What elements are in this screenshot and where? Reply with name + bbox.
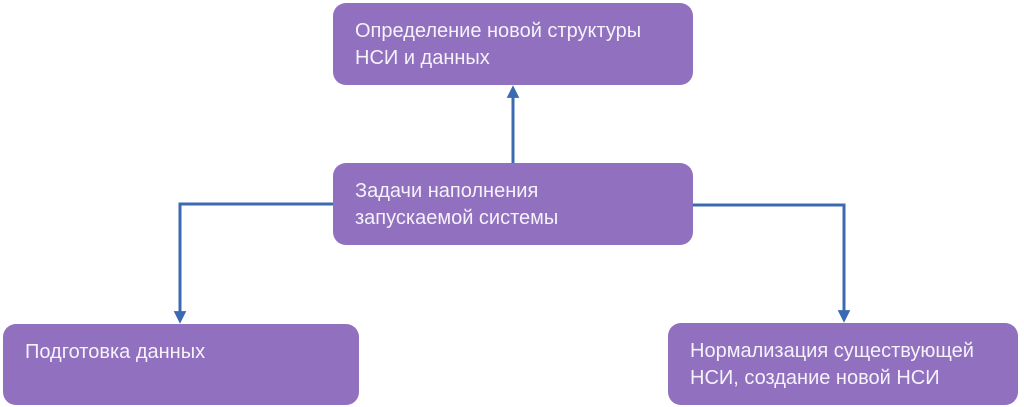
node-label-line: НСИ и данных (355, 47, 490, 69)
node-label-line: запускаемой системы (355, 207, 559, 229)
edge-tasks-to-normalize (693, 203, 851, 323)
node-label-line: НСИ, создание новой НСИ (690, 367, 940, 389)
node-label-line: Определение новой структуры (355, 20, 642, 42)
node-label-line: Нормализация существующей (690, 340, 974, 362)
node-prepare-data: Подготовка данных (3, 324, 359, 405)
node-fill-tasks: Задачи наполнения запускаемой системы (333, 163, 693, 245)
node-normalize-nsi: Нормализация существующей НСИ, создание … (668, 323, 1018, 405)
node-label-line: Задачи наполнения (355, 180, 539, 202)
node-define-structure: Определение новой структуры НСИ и данных (333, 3, 693, 85)
node-label-line: Подготовка данных (25, 341, 206, 363)
edge-tasks-to-prepare (173, 202, 333, 324)
